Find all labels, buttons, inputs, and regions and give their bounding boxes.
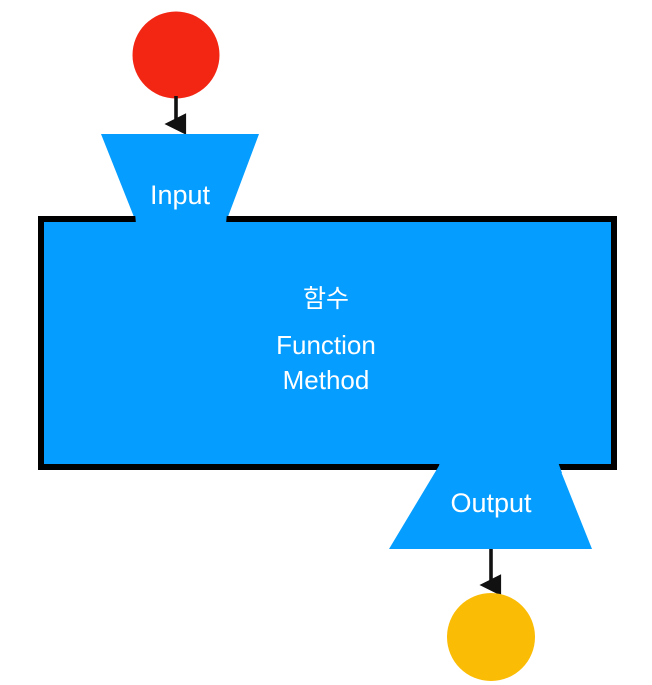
input-trapezoid-overlap	[135, 213, 227, 224]
output-label: Output	[450, 488, 532, 518]
function-box-line-function: Function	[276, 330, 376, 360]
function-box-line-korean: 함수	[303, 284, 349, 313]
output-trapezoid-overlap	[437, 462, 562, 473]
function-box[interactable]	[38, 216, 617, 470]
function-box-line-method: Method	[283, 365, 370, 395]
input-label: Input	[150, 180, 211, 210]
red-circle[interactable]	[132, 11, 220, 99]
yellow-circle[interactable]	[447, 593, 535, 681]
input-trapezoid[interactable]	[101, 134, 259, 222]
output-trapezoid[interactable]	[389, 464, 592, 549]
